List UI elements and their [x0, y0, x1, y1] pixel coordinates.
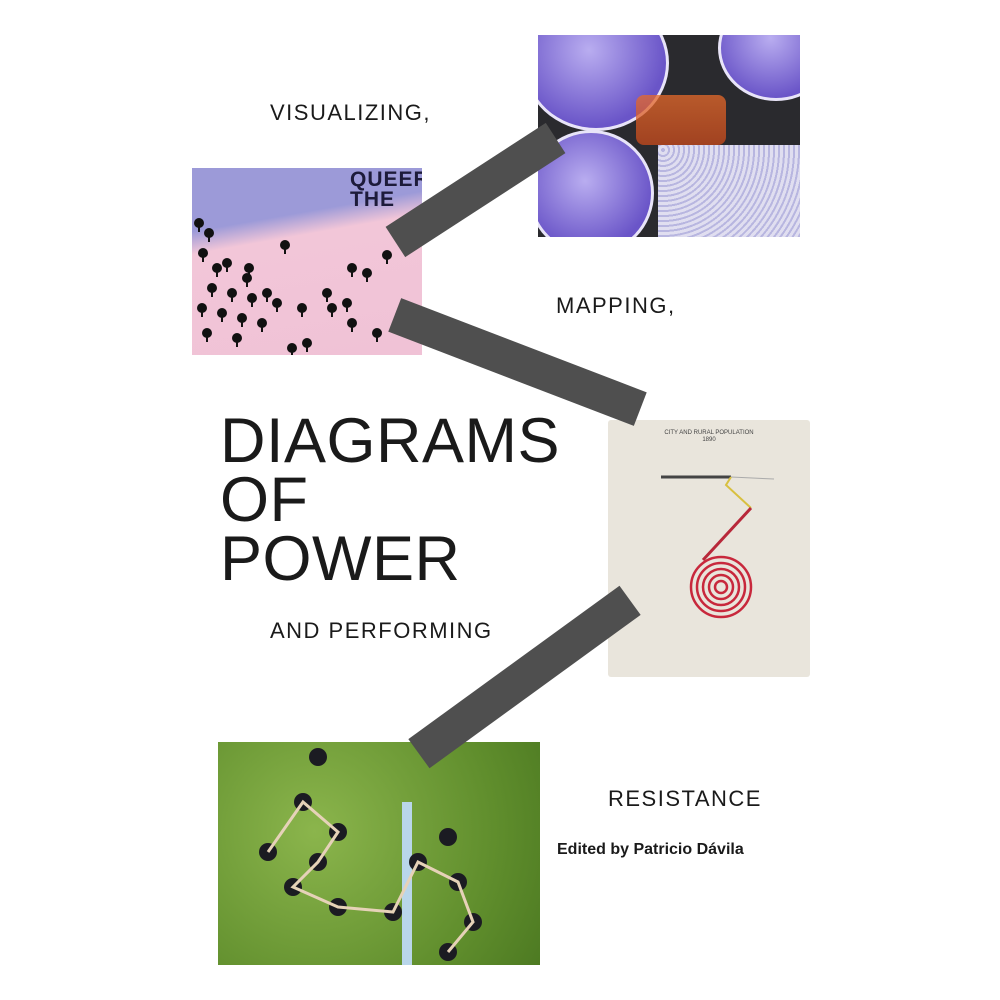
spiral-diagram	[661, 475, 775, 619]
map-overlay-text: QUEER	[350, 168, 422, 191]
connector-bar	[408, 585, 641, 769]
title-line: DIAGRAMS	[220, 406, 561, 476]
protest-collage-image	[538, 35, 800, 237]
subtitle-mapping: MAPPING,	[556, 293, 676, 318]
queer-map-image: QUEER THE	[192, 168, 422, 355]
chart-title: CITY AND RURAL POPULATION	[664, 430, 754, 436]
book-title: DIAGRAMS OF POWER	[220, 406, 561, 594]
chart-year: 1890	[702, 437, 716, 443]
title-line: OF	[220, 465, 309, 535]
human-chain	[259, 748, 482, 961]
subtitle-performing: AND PERFORMING	[270, 618, 493, 643]
editor-credit: Edited by Patricio Dávila	[557, 841, 744, 858]
collage-pattern	[658, 145, 800, 237]
collage-circle	[718, 35, 800, 101]
map-overlay-text: THE	[350, 188, 395, 211]
population-chart-card: CITY AND RURAL POPULATION 1890	[608, 420, 810, 677]
subtitle-resistance: RESISTANCE	[608, 786, 762, 811]
aerial-performance-photo	[218, 742, 540, 965]
collage-handwriting	[636, 95, 726, 145]
title-line: POWER	[220, 524, 461, 594]
subtitle-visualizing: VISUALIZING,	[270, 100, 432, 125]
